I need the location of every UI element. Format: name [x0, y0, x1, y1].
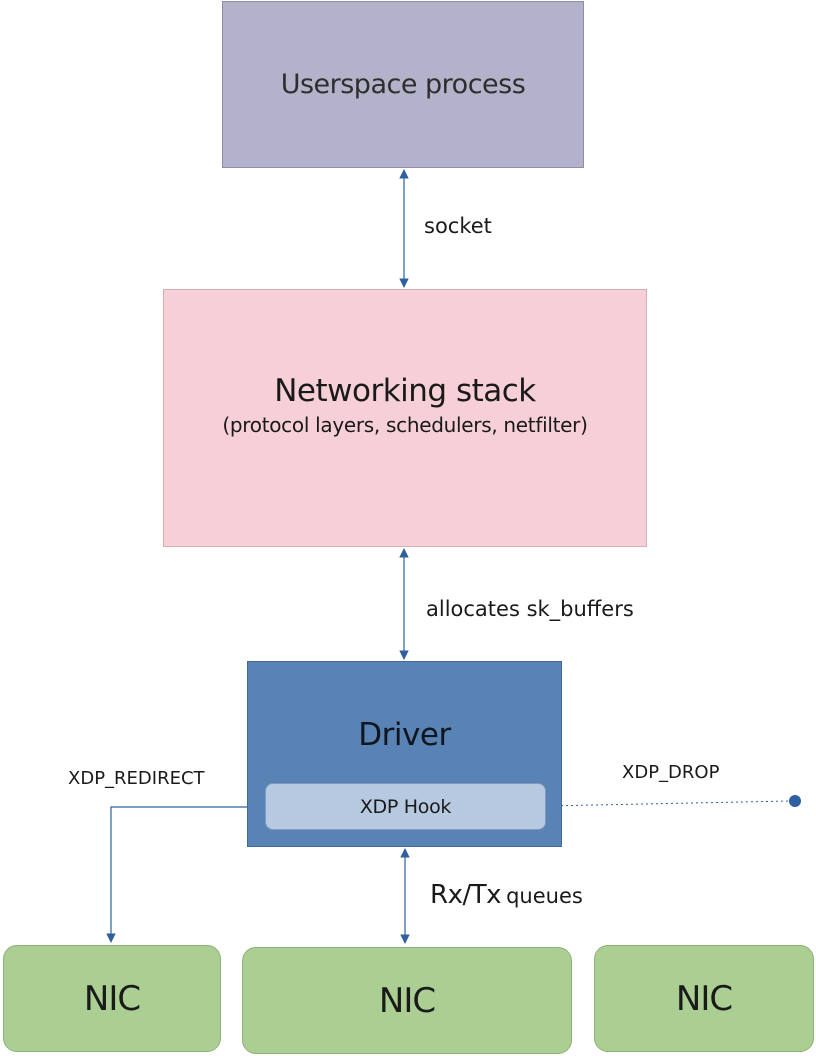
xdp-redirect-arrow [106, 806, 265, 943]
userspace-process-box: Userspace process [222, 1, 584, 168]
allocates-sk-buffers-label: allocates sk_buffers [426, 597, 634, 621]
nic-label: NIC [83, 978, 141, 1019]
socket-label: socket [424, 214, 492, 238]
xdp-hook-label: XDP Hook [359, 795, 452, 818]
queues-label: queues [506, 884, 583, 908]
rxtx-queues-label: Rx/Tx queues [430, 880, 583, 910]
networking-stack-title: Networking stack [274, 373, 536, 409]
rxtx-label: Rx/Tx [430, 880, 501, 910]
xdp-hook-box: XDP Hook [265, 783, 546, 830]
nic-box-center: NIC [242, 947, 572, 1054]
userspace-process-label: Userspace process [280, 69, 526, 100]
xdp-redirect-label: XDP_REDIRECT [68, 768, 205, 789]
xdp-drop-label: XDP_DROP [622, 762, 720, 783]
driver-label: Driver [358, 717, 451, 753]
xdp-drop-line [545, 800, 791, 807]
nic-box-left: NIC [3, 945, 221, 1052]
xdp-drop-endpoint [789, 795, 801, 807]
networking-stack-box: Networking stack (protocol layers, sched… [163, 289, 647, 547]
nic-box-right: NIC [594, 945, 814, 1052]
nic-label: NIC [378, 980, 436, 1021]
nic-label: NIC [675, 978, 733, 1019]
networking-stack-subtitle: (protocol layers, schedulers, netfilter) [222, 413, 588, 437]
